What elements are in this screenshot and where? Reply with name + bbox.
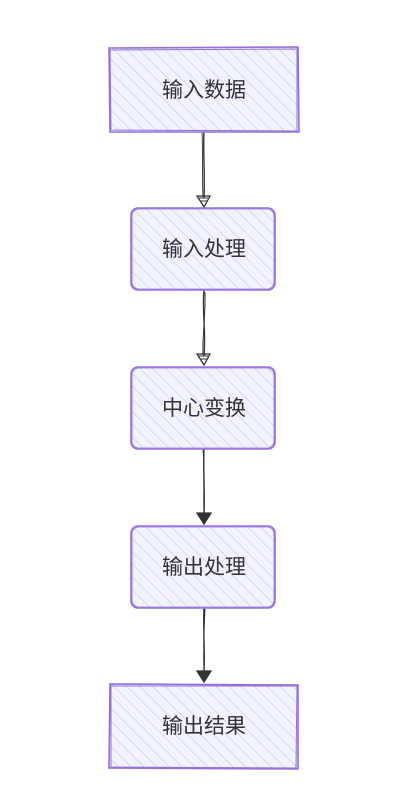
edge-output-processing-to-output-result [195, 607, 213, 684]
edge-central-transform-to-output-processing [195, 448, 213, 526]
node-label: 输出结果 [162, 714, 246, 738]
arrowhead-3 [195, 512, 213, 526]
node-input-data[interactable]: 输入数据 [108, 46, 300, 133]
node-output-result[interactable]: 输出结果 [108, 683, 299, 770]
edge-input-processing-to-central-transform [195, 289, 212, 367]
edge-input-data-to-input-processing [195, 130, 212, 209]
node-label: 输入处理 [162, 237, 246, 261]
node-output-processing[interactable]: 输出处理 [130, 525, 276, 609]
node-label: 输入数据 [162, 78, 246, 102]
node-label: 中心变换 [162, 396, 246, 420]
node-central-transform[interactable]: 中心变换 [130, 366, 276, 450]
arrowhead-4 [195, 670, 213, 684]
node-label: 输出处理 [162, 555, 246, 579]
node-input-processing[interactable]: 输入处理 [130, 207, 276, 291]
